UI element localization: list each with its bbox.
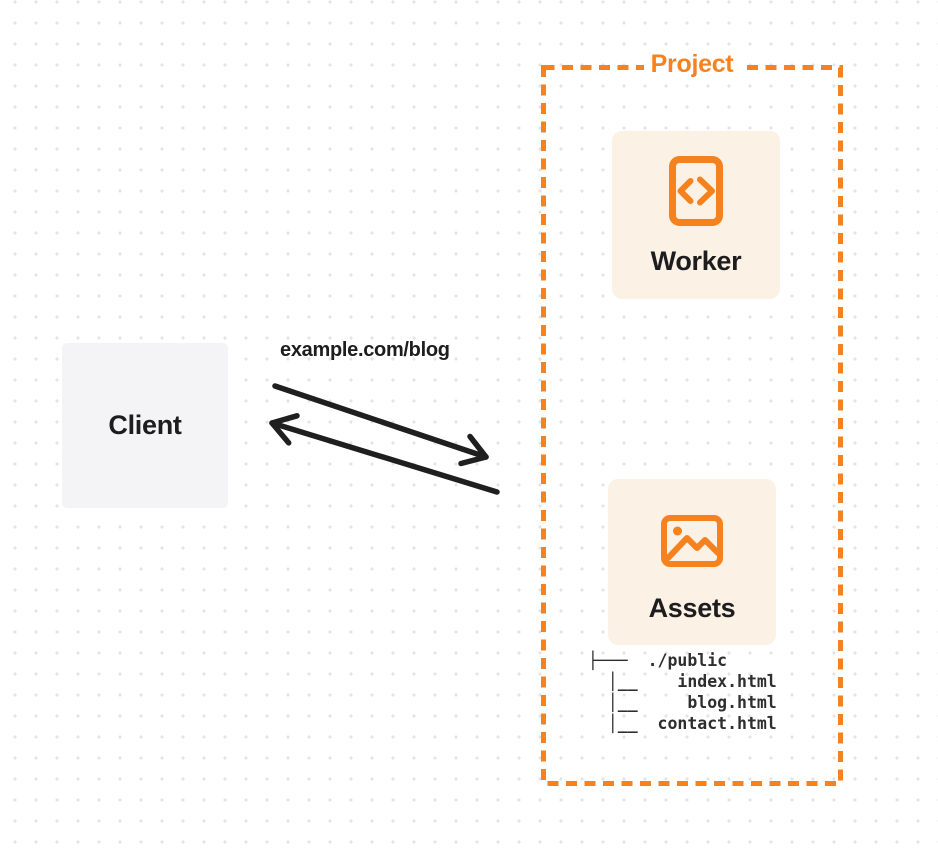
code-file-icon: [669, 156, 723, 226]
assets-node: Assets: [608, 479, 776, 645]
request-url-label: example.com/blog: [280, 339, 450, 361]
client-node: Client: [62, 343, 228, 508]
assets-label: Assets: [648, 593, 736, 623]
request-arrow: [272, 383, 489, 467]
project-label: Project: [643, 50, 741, 79]
worker-node: Worker: [612, 131, 780, 299]
assets-file-tree: ├─── ./public │__ index.html │__ blog.ht…: [588, 651, 777, 733]
project-label-wrap: Project: [541, 50, 843, 79]
response-arrow: [269, 413, 500, 495]
image-icon: [661, 515, 723, 567]
client-label: Client: [108, 410, 182, 440]
worker-label: Worker: [650, 246, 742, 276]
